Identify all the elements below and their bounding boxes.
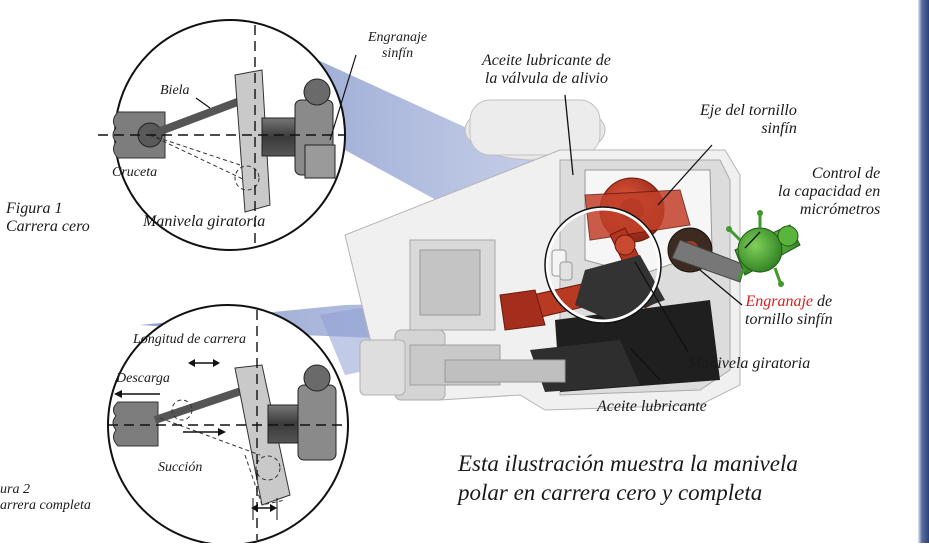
label-figura2: ura 2 arrera completa [0,482,91,513]
label-figura2-title: ura 2 [0,482,30,497]
label-biela: Biela [160,83,190,98]
label-aceite-valvula-line1: Aceite lubricante de [482,52,611,69]
label-engranaje-tornillo-line2: tornillo sinfín [745,310,833,328]
label-control-capacidad: Control de la capacidad en micrómetros [778,165,880,219]
capacity-control-knob [726,210,801,287]
label-control-line1: Control de [811,165,881,182]
figure2-detail [107,304,349,546]
label-figura1: Figura 1 Carrera cero [6,200,90,236]
label-cruceta: Cruceta [112,165,158,180]
label-engranaje-de: de [813,293,833,310]
label-aceite-valvula: Aceite lubricante de la válvula de alivi… [482,52,611,88]
figure1-detail [98,19,357,251]
label-figura1-title: Figura 1 [6,200,63,217]
label-engranaje-sinfin: Engranaje sinfín [368,30,427,61]
label-engranaje-red: Engranaje [745,293,813,310]
label-aceite-valvula-line2: la válvula de alivio [484,69,608,87]
leader-lines [564,94,761,381]
label-control-line2: la capacidad en [778,182,881,200]
label-descarga: Descarga [116,371,170,386]
label-figura1-subtitle: Carrera cero [6,217,90,235]
label-eje-tornillo: Eje del tornillo sinfín [700,102,797,138]
label-manivela-giratoria-main: Manivela giratoria [688,355,811,372]
caption-line2: polar en carrera cero y completa [458,479,763,505]
label-engranaje-sinfin-line2: sinfín [381,45,414,61]
magnifier-circle [545,207,661,323]
label-figura2-subtitle: arrera completa [0,497,91,513]
label-engranaje-tornillo: Engranaje de tornillo sinfín [745,293,833,329]
label-manivela-giratoria-fig1: Manivela giratoria [143,213,266,230]
label-succion: Succión [158,460,203,475]
label-aceite-lubricante: Aceite lubricante [597,398,707,415]
illustration-caption: Esta ilustración muestra la manivela pol… [458,450,798,508]
label-control-line3: micrómetros [799,200,881,218]
caption-line1: Esta ilustración muestra la manivela [458,451,798,476]
label-engranaje-tornillo-line1: Engranaje de [745,293,833,311]
label-longitud-carrera: Longitud de carrera [133,332,247,347]
label-eje-tornillo-line2: sinfín [761,119,797,137]
right-edge-strip [918,0,929,543]
label-eje-tornillo-line1: Eje del tornillo [700,102,797,119]
label-engranaje-sinfin-line1: Engranaje [368,30,428,45]
